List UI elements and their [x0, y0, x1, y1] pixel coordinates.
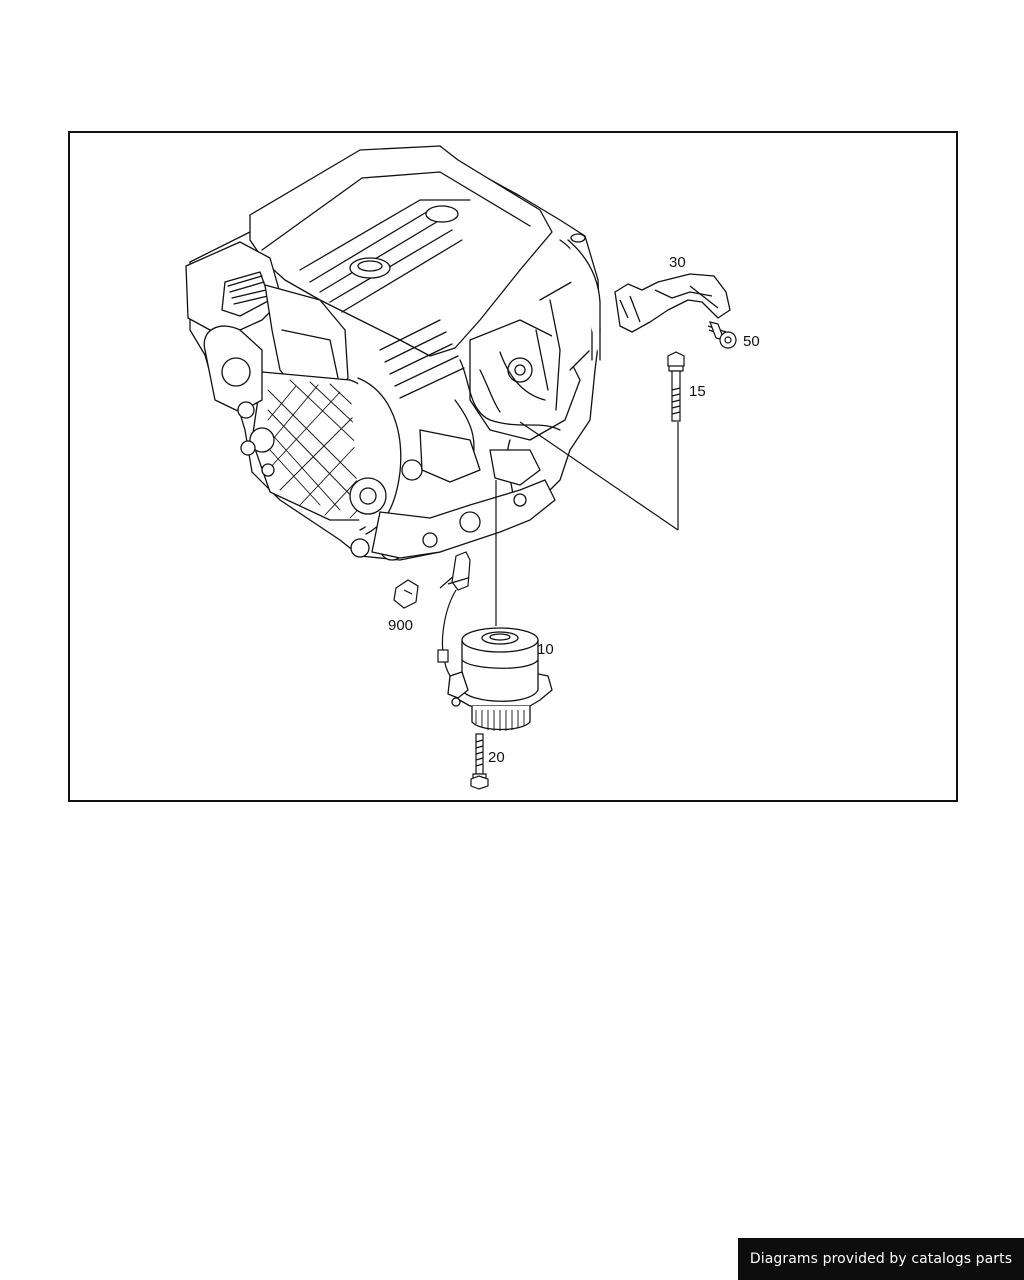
bolt-part-15: [667, 351, 685, 422]
callout-900: 900: [388, 617, 413, 634]
credit-banner: Diagrams provided by catalogs parts: [738, 1238, 1024, 1280]
screw-part-50: [707, 321, 737, 349]
bracket-part-30: [614, 273, 731, 333]
callout-15: 15: [689, 383, 706, 400]
bolt-part-20: [470, 733, 489, 790]
callout-30: 30: [669, 254, 686, 271]
sensor-part-900: [393, 551, 471, 685]
callout-20: 20: [488, 749, 505, 766]
engine-illustration: [185, 145, 601, 561]
callout-10: 10: [537, 641, 554, 658]
engine-mount-part-10: [447, 627, 553, 731]
diagram-frame: [68, 131, 958, 802]
callout-50: 50: [743, 333, 760, 350]
credit-text: Diagrams provided by catalogs parts: [749, 1251, 1013, 1267]
